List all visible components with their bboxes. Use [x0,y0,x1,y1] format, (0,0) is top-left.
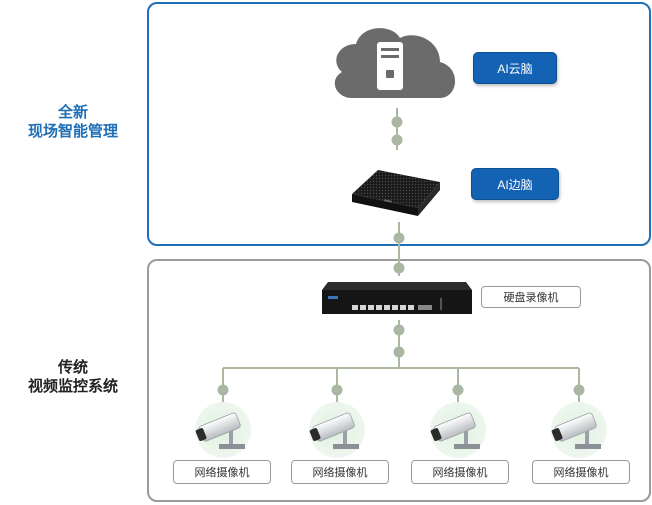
connector-dots [217,116,585,396]
ai-edge-label: AI边脑 [471,168,559,200]
camera-label: 网络摄像机 [173,460,271,484]
edge-box-icon [352,170,440,216]
ai-cloud-label: AI云脑 [473,52,557,84]
camera-label: 网络摄像机 [411,460,509,484]
nvr-label: 硬盘录像机 [481,286,581,308]
camera-icon [551,402,607,458]
camera-icon [430,402,486,458]
smart-management-title-line2: 现场智能管理 [27,123,118,140]
connector-lines [222,108,580,410]
legacy-system-title: 传统 视频监控系统 [0,358,146,396]
camera-icon [309,402,365,458]
cloud-server-icon [334,28,456,98]
legacy-system-title-line1: 传统 [57,359,88,376]
smart-management-title-line1: 全新 [57,104,88,121]
camera-label: 网络摄像机 [291,460,389,484]
camera-label: 网络摄像机 [532,460,630,484]
camera-icon [195,402,251,458]
nvr-icon [322,282,472,314]
legacy-system-title-line2: 视频监控系统 [27,378,118,395]
smart-management-title: 全新 现场智能管理 [0,103,146,141]
